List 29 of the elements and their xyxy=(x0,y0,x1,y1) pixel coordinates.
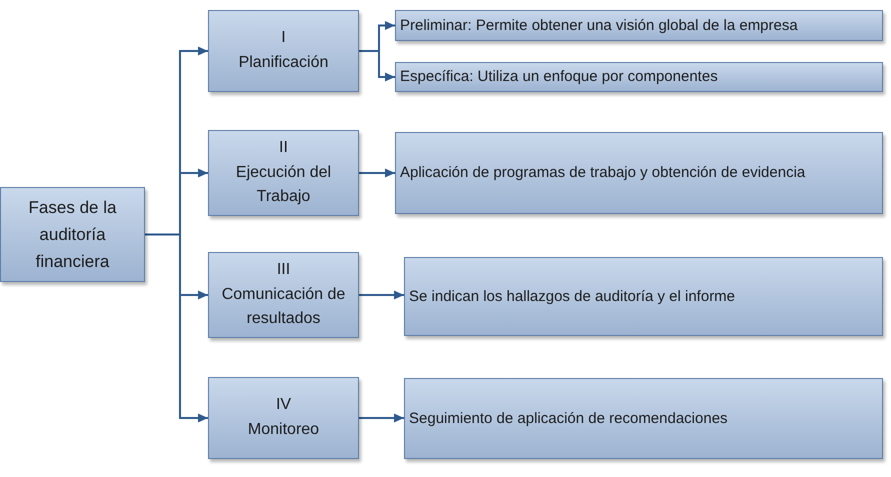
box-label: Aplicación de programas de trabajo y obtención de evidencia xyxy=(400,163,806,183)
phase-numeral: III xyxy=(276,260,290,280)
box-label: Fases de la auditoría financiera xyxy=(28,196,118,274)
connector-arrow xyxy=(359,290,404,300)
phase-box xyxy=(208,130,359,216)
description-box xyxy=(404,257,883,336)
phase-box xyxy=(208,10,359,92)
box-label: Monitoreo xyxy=(248,420,320,440)
connector-arrow xyxy=(145,234,208,422)
phase-box xyxy=(208,252,359,338)
topic-box xyxy=(0,187,145,282)
description-box xyxy=(404,378,883,459)
box-label: Comunicación de resultados xyxy=(220,284,346,330)
box-label: Seguimiento de aplicación de recomendaciones xyxy=(409,408,728,428)
description-box xyxy=(395,132,883,214)
box-label: Específica: Utiliza un enfoque por componentes xyxy=(400,67,718,87)
connector-arrow xyxy=(359,414,404,422)
description-box xyxy=(395,10,883,41)
box-label: Preliminar: Permite obtener una visión global de la empresa xyxy=(400,16,798,36)
phase-box xyxy=(208,377,359,459)
box-label: Se indican los hallazgos de auditoría y el informe xyxy=(409,286,736,306)
connector-arrow xyxy=(359,50,395,82)
connector-arrow xyxy=(359,168,395,178)
description-box xyxy=(395,62,883,92)
box-label: Planificación xyxy=(238,53,328,73)
box-label: Ejecución del Trabajo xyxy=(234,162,332,208)
phase-numeral: I xyxy=(281,28,286,48)
phase-numeral: IV xyxy=(276,395,292,416)
phase-numeral: II xyxy=(279,138,288,158)
